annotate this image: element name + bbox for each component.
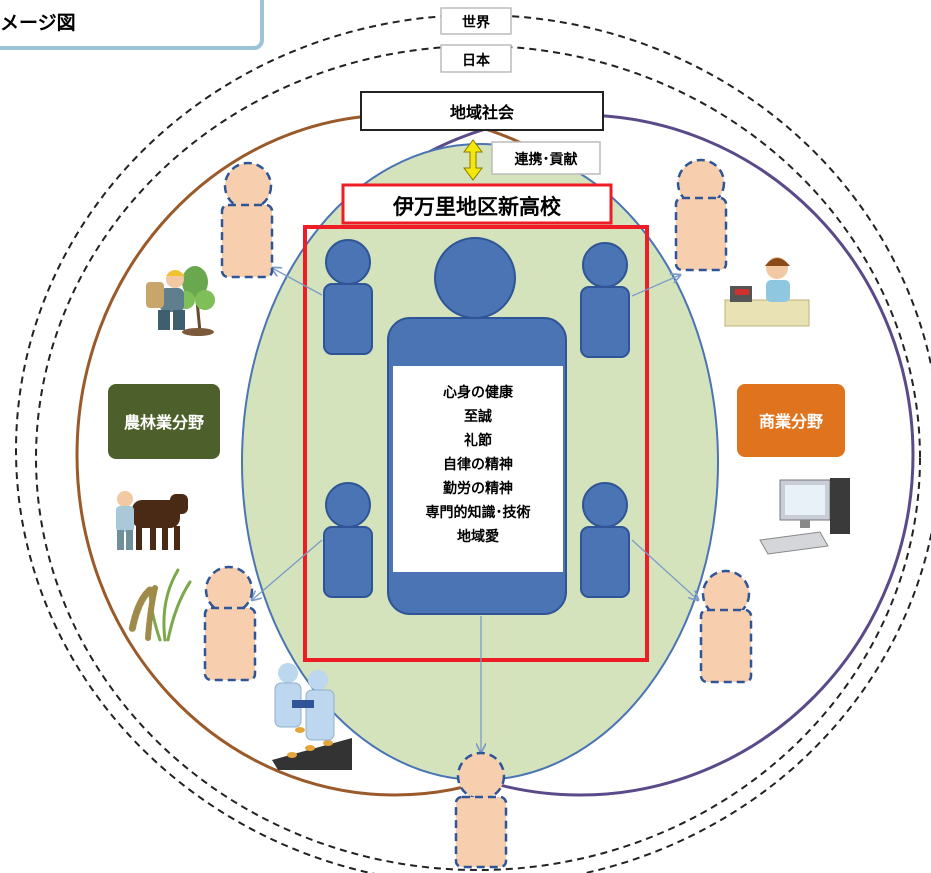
community-body-lower-left xyxy=(203,606,257,682)
title-tab-text: メージ図 xyxy=(0,12,76,34)
outflow-arrows xyxy=(252,268,698,752)
community-body-upper-left xyxy=(220,203,274,279)
student-body-top-left xyxy=(323,283,373,355)
food-processing-illustration xyxy=(272,663,352,770)
shop-clerk-illustration xyxy=(724,257,810,327)
community-body-lower-right xyxy=(699,608,753,684)
student-body-bottom-right xyxy=(580,526,630,598)
student-body-bottom-left xyxy=(323,526,373,598)
japan-label-box xyxy=(440,44,512,73)
value-item: 自律の精神 xyxy=(443,456,513,473)
forestry-worker-illustration xyxy=(146,266,215,336)
student-person-bottom-left xyxy=(325,482,371,528)
community-person-upper-right xyxy=(676,158,726,208)
cooperation-box xyxy=(491,141,601,175)
student-person-top-right xyxy=(582,242,628,288)
community-person-bottom xyxy=(456,751,506,801)
rice-plant-illustration xyxy=(128,568,192,642)
cooperation-arrow xyxy=(463,139,483,181)
community-body-upper-right xyxy=(674,196,728,272)
value-item: 地域愛 xyxy=(457,528,499,545)
title-tab xyxy=(0,0,264,50)
community-figures xyxy=(203,158,753,869)
school-name-box xyxy=(341,183,613,225)
value-item: 専門的知識･技術 xyxy=(426,504,531,521)
school-frame xyxy=(303,225,649,662)
central-person-head xyxy=(434,237,516,319)
values-panel xyxy=(393,366,563,572)
community-label: 地域社会 xyxy=(450,103,514,122)
school-name: 伊万里地区新高校 xyxy=(392,195,562,219)
world-label: 世界 xyxy=(462,14,491,31)
value-item: 至誠 xyxy=(464,408,492,425)
value-item: 心身の健康 xyxy=(443,384,514,401)
value-item: 勤労の精神 xyxy=(443,480,513,497)
community-person-upper-left xyxy=(223,161,273,211)
cooperation-label: 連携･貢献 xyxy=(515,151,578,168)
world-label-box xyxy=(440,7,512,35)
value-item: 礼節 xyxy=(464,432,492,449)
japan-label: 日本 xyxy=(462,52,491,69)
student-person-top-left xyxy=(325,239,371,285)
student-person-bottom-right xyxy=(582,482,628,528)
community-person-lower-right xyxy=(701,569,751,619)
commerce-field-box xyxy=(737,384,845,457)
japan-ring xyxy=(35,45,921,871)
community-box xyxy=(360,91,604,131)
commerce-field-label: 商業分野 xyxy=(759,412,823,431)
agriculture-field-label: 農林業分野 xyxy=(124,413,204,432)
community-person-lower-left xyxy=(204,565,254,615)
cattle-farmer-illustration xyxy=(116,491,188,550)
agriculture-field-box xyxy=(108,384,220,459)
community-body-bottom xyxy=(454,795,508,869)
student-body-top-right xyxy=(580,286,630,358)
computer-illustration xyxy=(759,478,850,555)
